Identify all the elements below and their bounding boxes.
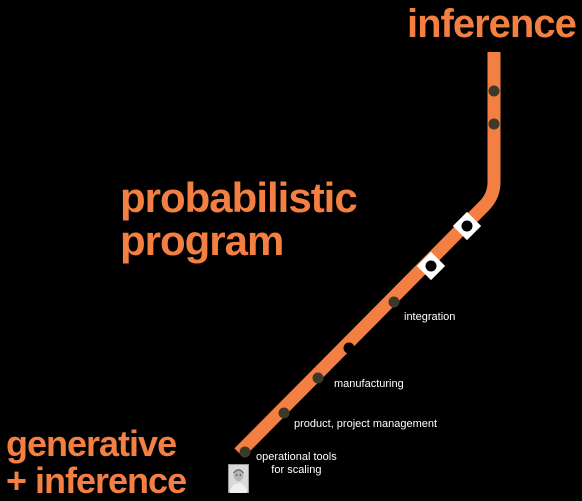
manufacturing-text: manufacturing: [334, 378, 404, 390]
program-text: program: [120, 217, 284, 264]
generative-text: generative: [6, 423, 177, 464]
stop-integration-dot: [388, 296, 400, 308]
stop-manufacturing-dot: [312, 372, 324, 384]
operational-tools-text: operational tools: [256, 451, 337, 463]
integration-text: integration: [404, 311, 456, 323]
stop-top-2: [488, 118, 500, 130]
stop-top-1: [488, 85, 500, 97]
person-photo-icon: [228, 464, 249, 493]
stop-middle-dot: [343, 342, 355, 354]
stop-operational-dot: [239, 446, 251, 458]
stop-product-dot: [278, 407, 290, 419]
product-text: product, project management: [294, 418, 438, 430]
stop-label-operational-tools: operational tools for scaling: [256, 451, 337, 477]
inference-text: inference: [407, 2, 577, 46]
probabilistic-text: probabilistic: [120, 174, 358, 221]
stop-label-manufacturing: manufacturing: [334, 378, 404, 391]
plus-inference-text: + inference: [6, 460, 187, 501]
stop-label-integration: integration: [404, 311, 455, 324]
origin-label-generative-inference: generative + inference: [6, 423, 187, 501]
for-scaling-text: for scaling: [271, 464, 322, 476]
terminus-label-inference: inference: [407, 1, 577, 47]
route-line: [234, 52, 501, 458]
station-label-probabilistic-program: probabilistic program: [120, 174, 358, 264]
stop-label-product-project-management: product, project management: [294, 418, 437, 431]
